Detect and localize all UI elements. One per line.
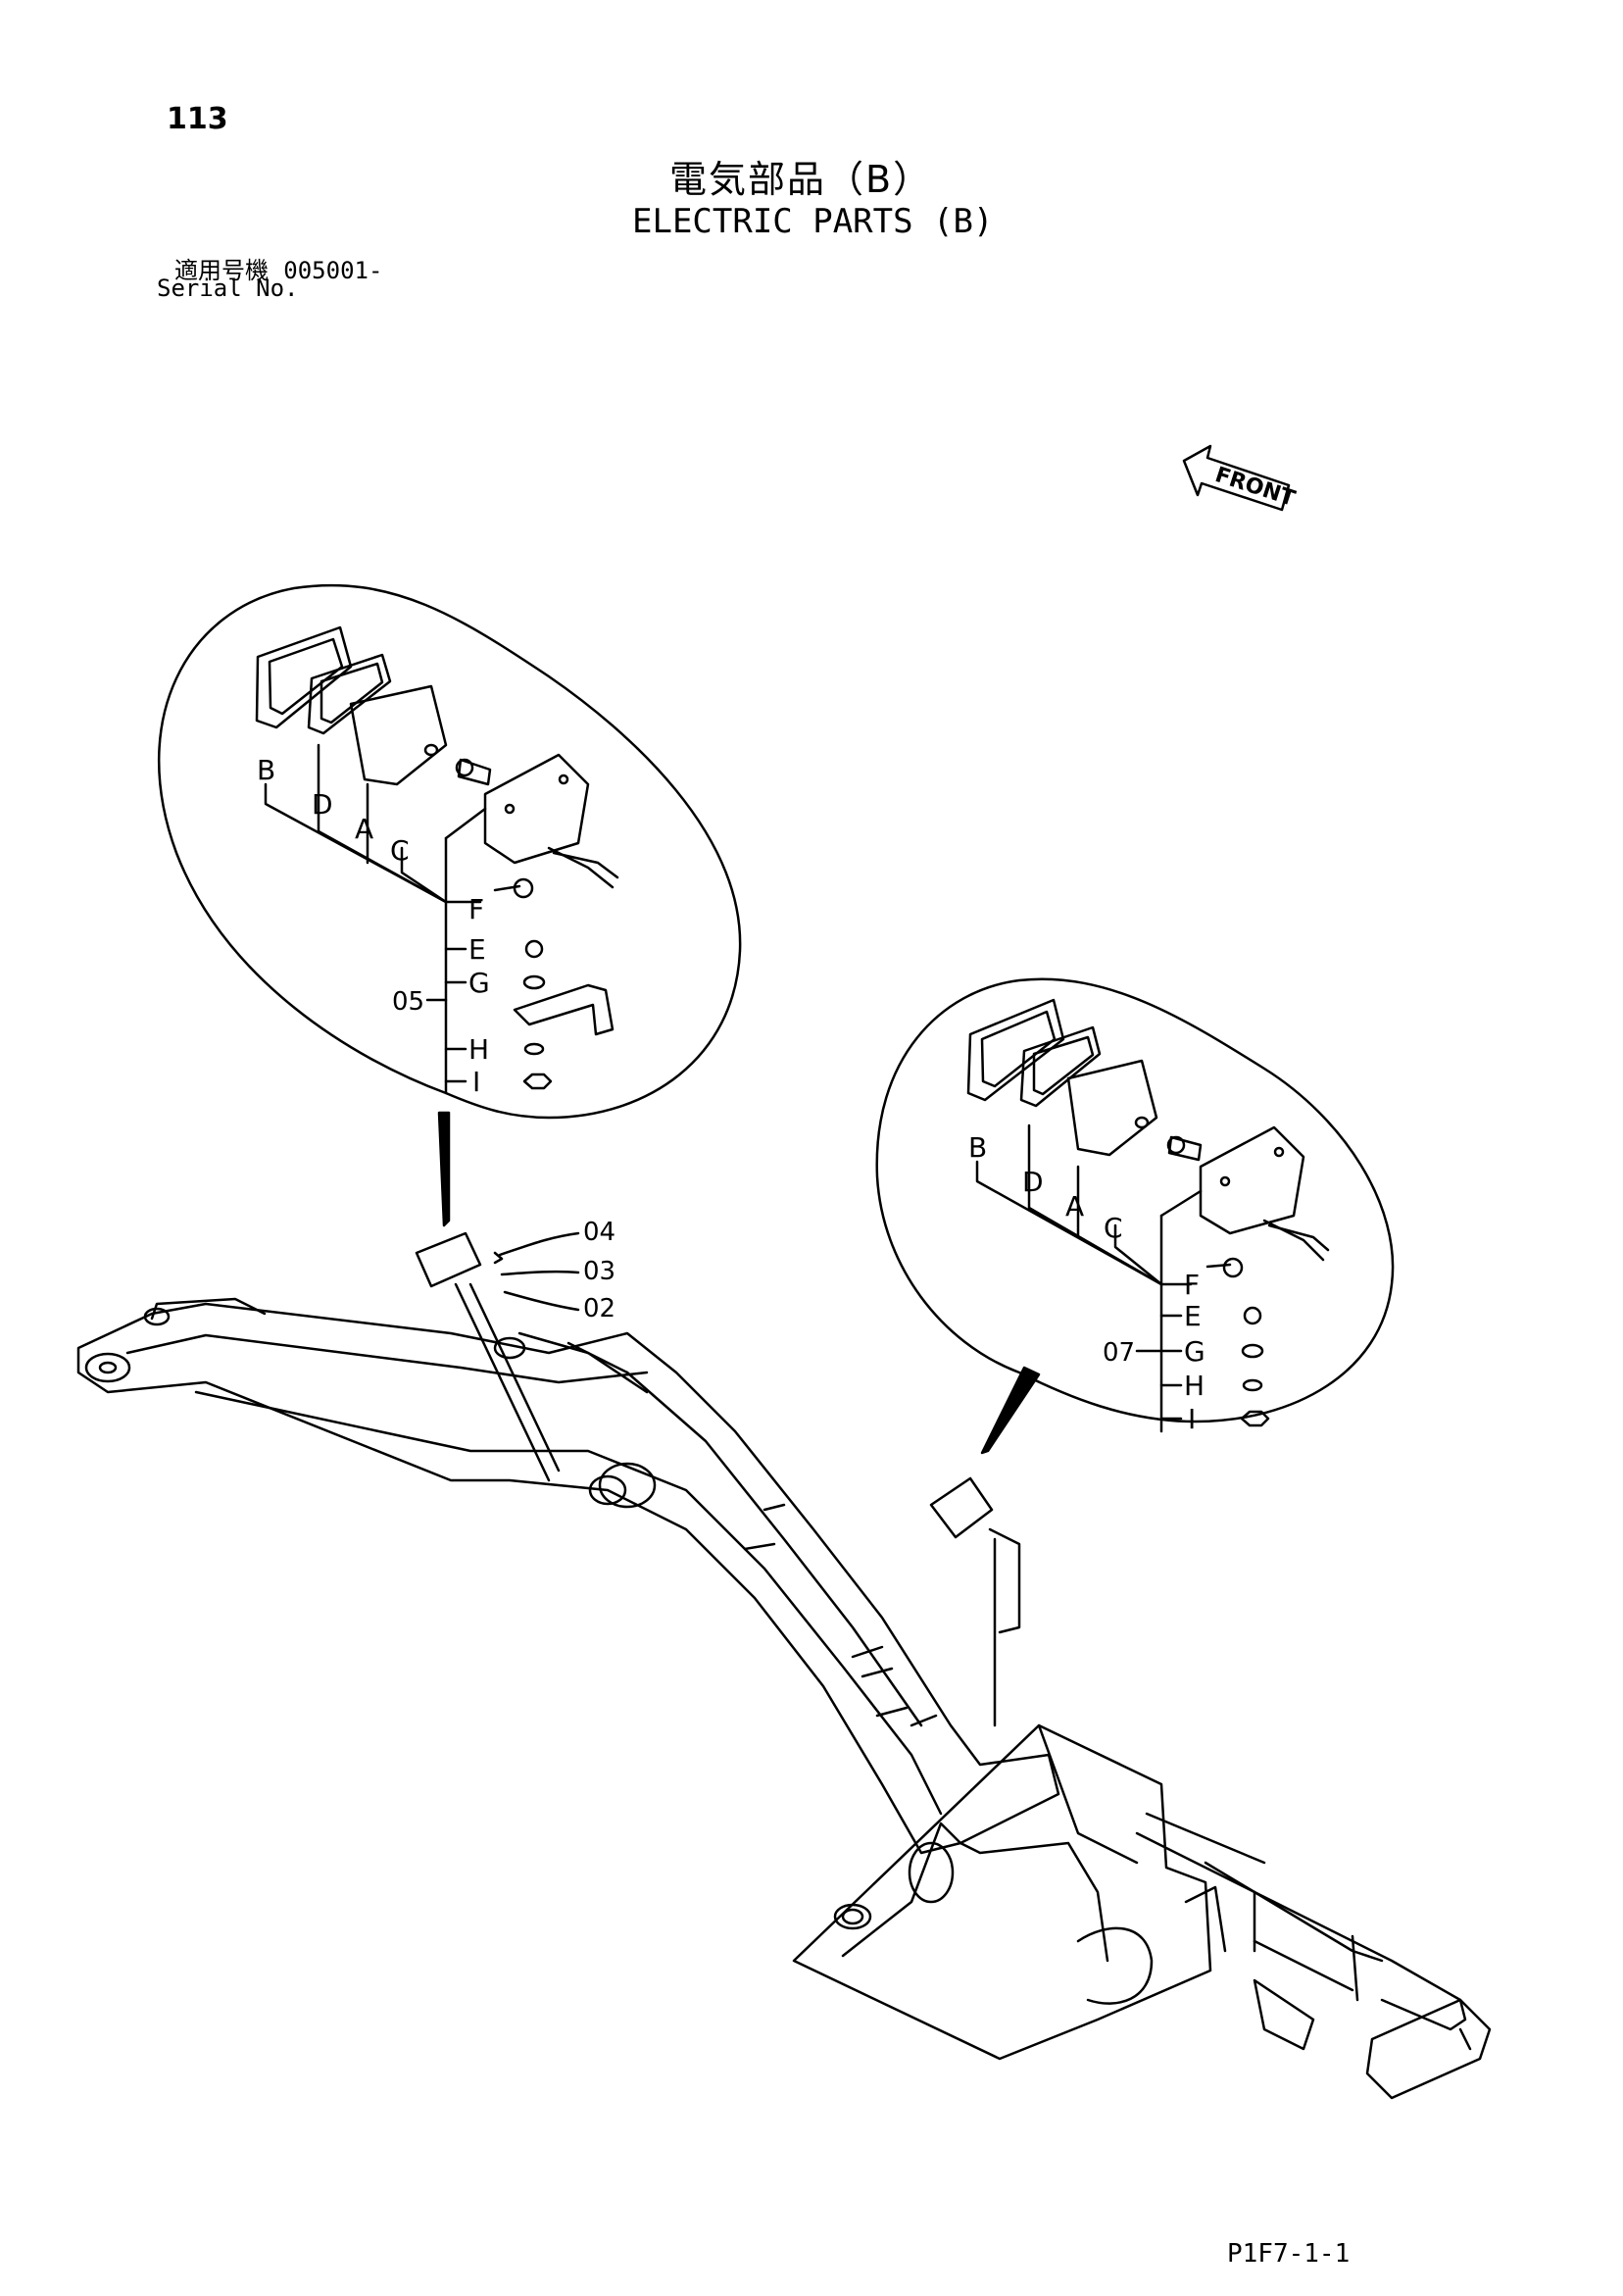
serial-label-english: Serial No. <box>157 275 299 302</box>
part-label-c: C <box>390 834 410 867</box>
part-label-h: H <box>468 1033 489 1066</box>
part-label-h: H <box>1184 1370 1205 1402</box>
part-label-e: E <box>1184 1300 1202 1332</box>
part-label-e: E <box>468 933 486 966</box>
part-label-g: G <box>468 967 490 999</box>
lamp-lens-icon <box>349 684 448 786</box>
serial-label-japanese: 適用号機 005001- <box>174 251 382 285</box>
lens-frame-icon <box>255 625 392 735</box>
callout-group: 04 03 02 <box>493 1218 615 1323</box>
part-label-b: B <box>257 754 275 786</box>
part-label-i: I <box>1188 1403 1196 1435</box>
lens-frame-icon <box>966 998 1102 1108</box>
bolt-icon <box>1205 1257 1244 1278</box>
lamp-housing-icon <box>1199 1125 1330 1262</box>
lamp-housing-icon <box>483 753 619 889</box>
front-arrow-label: FRONT <box>1212 463 1299 512</box>
boom-lamp-left-icon <box>415 1231 561 1482</box>
detail-view-right: B D A C F E G H I 07 <box>875 977 1395 1455</box>
page-title-english: ELECTRIC PARTS (B) <box>632 202 994 241</box>
washer-icon <box>522 974 546 990</box>
star-washer-icon <box>1243 1306 1262 1325</box>
spring-washer-icon <box>523 1042 545 1056</box>
bracket-icon <box>513 983 615 1036</box>
assembly-ref-07: 07 <box>1103 1338 1135 1368</box>
boom-lamp-right-icon <box>929 1476 1021 1727</box>
serial-label-jp-text: 適用号機 <box>174 257 269 284</box>
nut-icon <box>522 1073 553 1090</box>
part-label-i: I <box>472 1066 480 1098</box>
assembly-ref-05: 05 <box>392 987 424 1017</box>
part-label-a: A <box>355 813 373 845</box>
nut-icon <box>1240 1410 1270 1427</box>
callout-02: 02 <box>583 1294 615 1323</box>
part-label-g: G <box>1184 1335 1205 1368</box>
spring-washer-icon <box>1242 1378 1263 1392</box>
upper-structure-illustration <box>792 1723 1492 2100</box>
page-number: 113 <box>167 102 228 136</box>
part-label-b: B <box>968 1131 987 1164</box>
front-arrow-icon: FRONT <box>1182 444 1299 512</box>
detail-left-outline <box>157 583 742 1120</box>
part-label-c: C <box>1104 1212 1123 1244</box>
bolt-icon <box>493 877 534 899</box>
washer-icon <box>1241 1343 1264 1359</box>
callout-04: 04 <box>583 1218 615 1247</box>
star-washer-icon <box>524 939 544 959</box>
callout-03: 03 <box>583 1257 615 1286</box>
drawing-code: P1F7-1-1 <box>1227 2239 1351 2269</box>
page-title-japanese: 電気部品（B） <box>669 158 933 201</box>
lamp-lens-icon <box>1066 1059 1158 1157</box>
detail-right-outline <box>875 977 1395 1423</box>
serial-number-value: 005001- <box>283 257 383 284</box>
detail-view-left: B D A C F E G H I 05 <box>157 583 742 1227</box>
bulb-icon <box>455 758 492 786</box>
part-label-d: D <box>1022 1166 1044 1198</box>
part-label-f: F <box>468 893 484 925</box>
boom-arm-illustration <box>76 1297 1060 1855</box>
part-label-f: F <box>1184 1269 1200 1301</box>
bulb-icon <box>1166 1135 1203 1162</box>
part-label-d: D <box>312 788 333 821</box>
part-label-a: A <box>1065 1190 1084 1223</box>
